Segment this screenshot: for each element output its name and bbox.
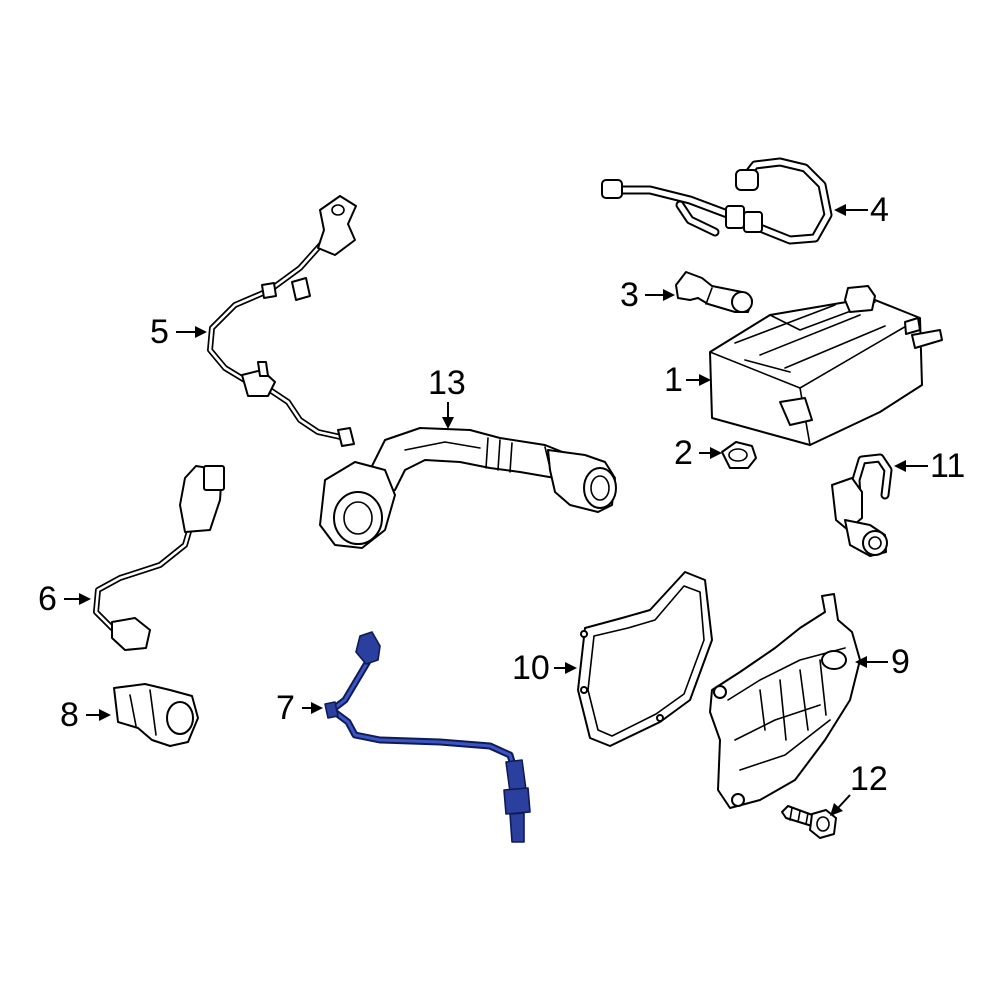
part-8-clip[interactable] [113, 683, 199, 747]
part-10-gasket[interactable] [577, 571, 713, 747]
callout-5-label: 5 [150, 313, 169, 351]
callout-1: 1 [664, 361, 711, 399]
callout-4-label: 4 [870, 191, 889, 229]
callout-6: 6 [38, 580, 91, 618]
callout-8: 8 [60, 696, 111, 734]
part-9-heat-shield[interactable] [709, 593, 861, 809]
callout-13-label: 13 [428, 364, 466, 402]
callout-9: 9 [855, 643, 910, 681]
callout-4: 4 [834, 191, 889, 229]
callout-10-label: 10 [512, 649, 550, 687]
callout-13: 13 [428, 364, 466, 429]
part-6-sensor[interactable] [93, 465, 225, 651]
part-4-vapor-hose[interactable] [601, 157, 833, 245]
part-13-intake-hose[interactable] [319, 427, 617, 549]
callout-10: 10 [512, 649, 577, 687]
callout-3-label: 3 [620, 276, 639, 314]
part-2-grommet[interactable] [721, 441, 757, 469]
part-3-elbow-connector[interactable] [675, 271, 753, 313]
callout-8-label: 8 [60, 696, 79, 734]
callout-12: 12 [830, 760, 888, 816]
callout-7: 7 [276, 689, 323, 727]
part-12-bolt[interactable] [781, 805, 837, 839]
part-1-evap-canister[interactable] [709, 285, 943, 446]
callout-11-label: 11 [930, 447, 965, 485]
callout-1-label: 1 [664, 361, 683, 399]
callout-7-label: 7 [276, 689, 295, 727]
callout-9-label: 9 [891, 643, 910, 681]
callout-12-label: 12 [850, 760, 888, 798]
part-5-wiring-harness[interactable] [207, 195, 357, 447]
callout-5: 5 [150, 313, 207, 351]
callout-2: 2 [674, 434, 722, 472]
part-7-oxygen-sensor[interactable] [324, 631, 531, 843]
callout-11: 11 [894, 447, 965, 485]
callout-3: 3 [620, 276, 675, 314]
part-11-hose-fitting[interactable] [831, 453, 893, 557]
callout-2-label: 2 [674, 434, 693, 472]
callout-6-label: 6 [38, 580, 57, 618]
